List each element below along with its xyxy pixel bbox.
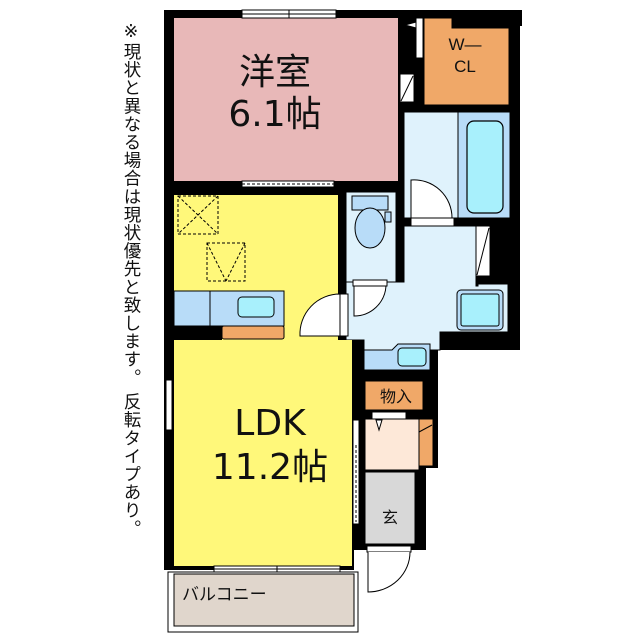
western-room-size: 6.1帖 [228, 94, 322, 135]
fridge-space [177, 195, 219, 235]
storage-room [364, 380, 424, 411]
walk-in-closet [423, 17, 510, 106]
wcl-line2: CL [454, 57, 476, 76]
balcony-label: バルコニー [182, 585, 267, 605]
toilet [354, 207, 386, 249]
kitchen-sink [237, 296, 275, 318]
walk-in-closet-label: W— CL [424, 34, 506, 78]
ldk-name: LDK [234, 403, 306, 444]
western-room [174, 18, 398, 181]
bathtub [466, 120, 504, 214]
wcl-line1: W— [448, 35, 482, 54]
entrance-label: 玄 [381, 508, 398, 527]
entry-hall [364, 418, 420, 471]
ldk-size: 11.2帖 [211, 447, 329, 488]
western-room-name: 洋室 [238, 52, 311, 93]
storage-label: 物入 [379, 387, 412, 406]
kitchen-stove-shelf [221, 325, 285, 340]
balcony [173, 573, 355, 627]
entrance [364, 471, 416, 545]
western-room-label: 洋室 6.1帖 [200, 52, 350, 136]
disclaimer-note: ※現状と異なる場合は現状優先と致します。 反転タイプあり。 [121, 22, 141, 538]
ldk-label: LDK 11.2帖 [190, 402, 350, 490]
shoe-cabinet [418, 418, 434, 467]
